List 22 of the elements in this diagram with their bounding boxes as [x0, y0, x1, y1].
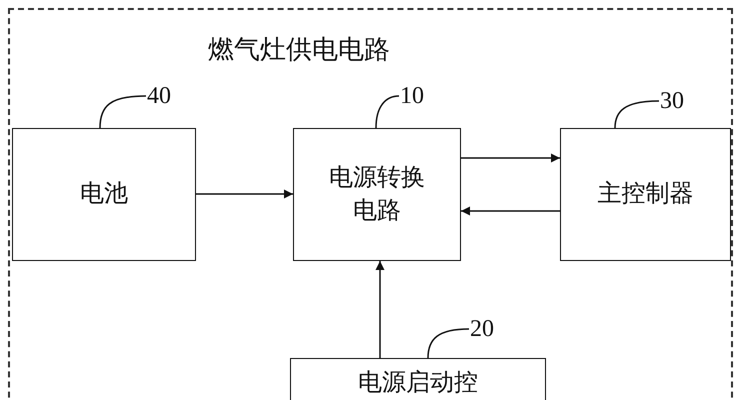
- leader-line: [427, 328, 470, 358]
- block-label: 主控制器: [598, 180, 694, 210]
- callout-number: 30: [660, 87, 696, 115]
- block-box: [12, 128, 196, 261]
- block-label: 电源转换电路: [328, 164, 426, 226]
- arrow: [461, 206, 560, 216]
- group-label: 燃气灶供电电路: [208, 34, 390, 66]
- arrow: [376, 261, 384, 358]
- block-label: 电源启动控: [358, 368, 478, 398]
- block-box: [290, 358, 546, 400]
- callout-number: 20: [470, 315, 506, 343]
- leader-line: [375, 95, 400, 128]
- block-label: 电池: [80, 180, 128, 210]
- leader-line: [99, 95, 146, 128]
- block-box: [560, 128, 731, 261]
- leader-line: [614, 100, 660, 128]
- callout-number: 40: [147, 82, 183, 110]
- arrow: [196, 190, 293, 198]
- block-box: [293, 128, 461, 261]
- callout-number: 10: [400, 82, 436, 110]
- arrow: [461, 154, 560, 162]
- dashed-boundary: [8, 8, 733, 400]
